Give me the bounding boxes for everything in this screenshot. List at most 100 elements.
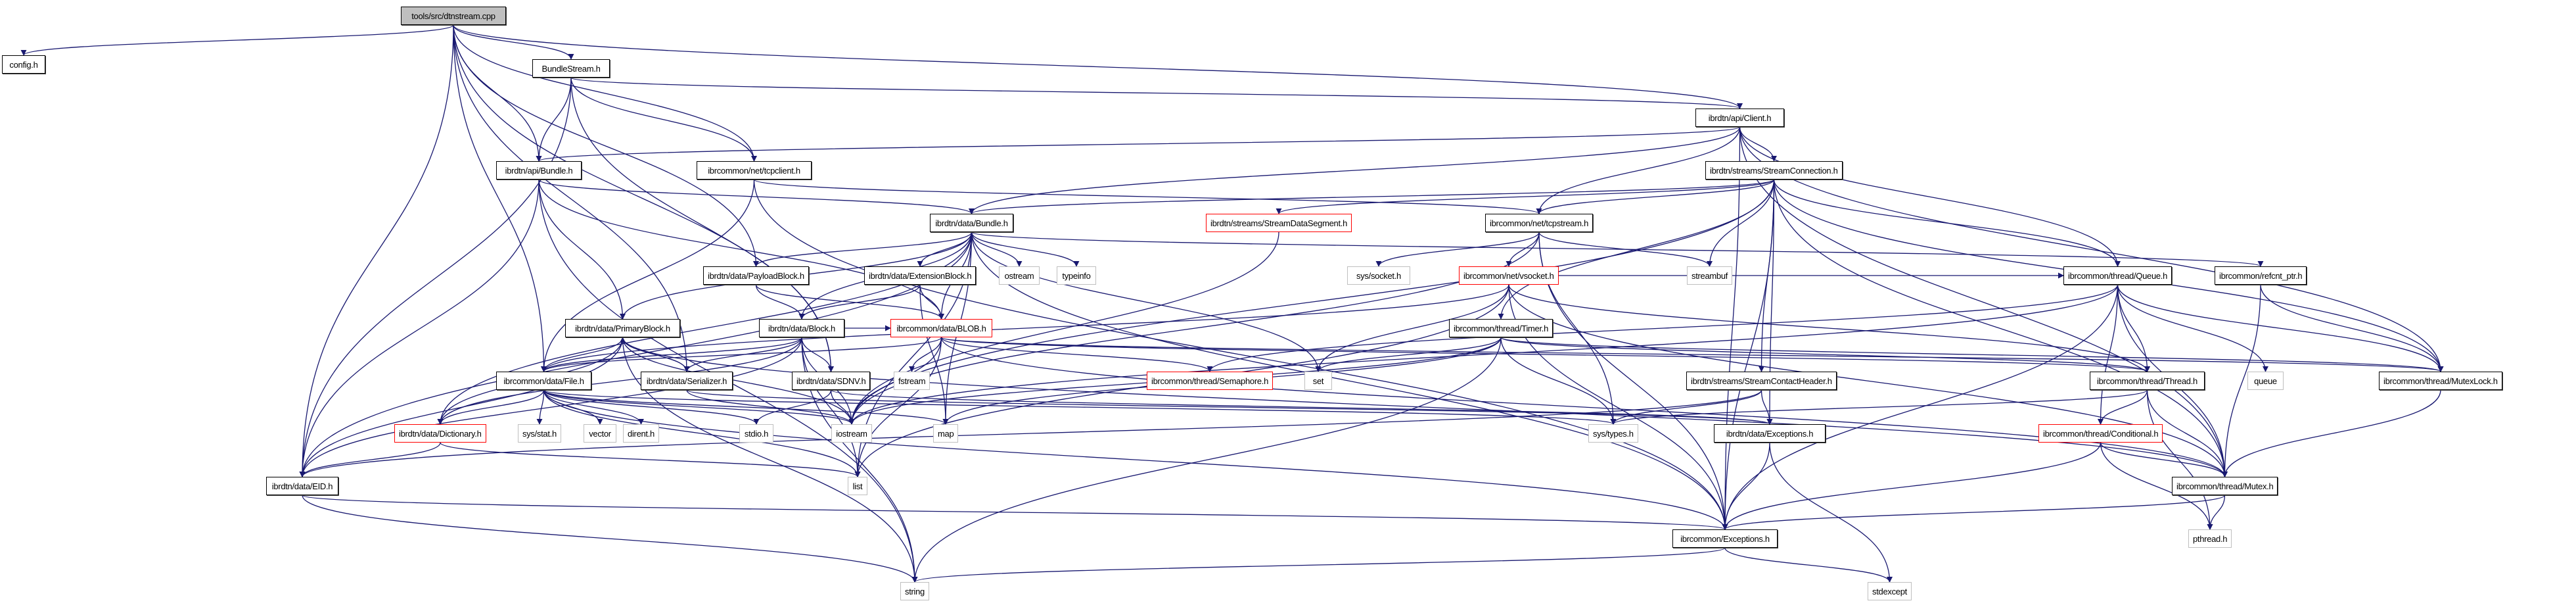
node-label: string bbox=[905, 586, 925, 596]
edge-root-to-apibundle bbox=[453, 24, 542, 162]
node-file-h[interactable]: ibrcommon/data/File.h bbox=[496, 372, 591, 390]
node-api-client-h[interactable]: ibrdtn/api/Client.h bbox=[1695, 109, 1784, 127]
edge-blob-to-semaphore bbox=[940, 337, 1213, 372]
node-serializer-h[interactable]: ibrdtn/data/Serializer.h bbox=[641, 372, 733, 390]
edge-databundle-to-payload bbox=[753, 231, 973, 267]
node-block-h[interactable]: ibrdtn/data/Block.h bbox=[759, 319, 844, 337]
node-string[interactable]: string bbox=[900, 582, 929, 600]
edge-tcpstream-to-streambuf bbox=[1538, 231, 1713, 267]
edge-contacthdr-to-eid bbox=[299, 389, 1762, 477]
node-label: ibrdtn/data/EID.h bbox=[271, 481, 333, 491]
node-sys-stat-h[interactable]: sys/stat.h bbox=[518, 424, 561, 443]
node-label: ibrdtn/data/Bundle.h bbox=[935, 218, 1008, 228]
node-iostream[interactable]: iostream bbox=[831, 424, 872, 443]
node-dirent-h[interactable]: dirent.h bbox=[623, 424, 659, 443]
edge-mutex-to-commonexc bbox=[1722, 495, 2226, 530]
node-stdio-h[interactable]: stdio.h bbox=[739, 424, 773, 443]
node-api-bundle-h[interactable]: ibrdtn/api/Bundle.h bbox=[496, 161, 582, 180]
edge-timer-to-systypes bbox=[1500, 337, 1617, 425]
edge-root-to-config bbox=[20, 24, 454, 56]
node-tcpstream-h[interactable]: ibrcommon/net/tcpstream.h bbox=[1485, 214, 1594, 232]
node-tcpclient-h[interactable]: ibrcommon/net/tcpclient.h bbox=[697, 161, 812, 180]
edge-tcpclient-to-file bbox=[540, 179, 755, 372]
edge-block-to-list bbox=[801, 337, 861, 477]
node-vsocket-h[interactable]: ibrcommon/net/vsocket.h bbox=[1459, 266, 1559, 285]
node-label: vector bbox=[589, 428, 611, 439]
edge-queue-to-semaphore bbox=[1207, 284, 2119, 372]
node-label: list bbox=[852, 481, 863, 491]
node-extensionblock-h[interactable]: ibrdtn/data/ExtensionBlock.h bbox=[864, 266, 977, 285]
node-list[interactable]: list bbox=[848, 477, 867, 495]
edge-mutex-to-pthread bbox=[2207, 495, 2226, 530]
node-streamconnection-h[interactable]: ibrdtn/streams/StreamConnection.h bbox=[1705, 161, 1843, 180]
node-typeinfo[interactable]: typeinfo bbox=[1057, 266, 1096, 285]
node-config-h[interactable]: config.h bbox=[2, 55, 45, 74]
node-ibrcommon-exceptions-h[interactable]: ibrcommon/Exceptions.h bbox=[1672, 529, 1778, 548]
node-timer-h[interactable]: ibrcommon/thread/Timer.h bbox=[1449, 319, 1553, 337]
node-vector[interactable]: vector bbox=[584, 424, 616, 443]
node-dictionary-h[interactable]: ibrdtn/data/Dictionary.h bbox=[394, 424, 486, 443]
edge-commonexc-to-stdexcept bbox=[1724, 547, 1893, 583]
node-thread-queue-h[interactable]: ibrcommon/thread/Queue.h bbox=[2063, 266, 2173, 285]
node-label: ibrcommon/thread/Semaphore.h bbox=[1151, 376, 1269, 386]
node-label: sys/stat.h bbox=[522, 428, 557, 439]
node-root-file[interactable]: tools/src/dtnstream.cpp bbox=[401, 7, 506, 25]
node-label: ostream bbox=[1004, 270, 1034, 281]
node-primaryblock-h[interactable]: ibrdtn/data/PrimaryBlock.h bbox=[565, 319, 680, 337]
node-pthread-h[interactable]: pthread.h bbox=[2188, 529, 2232, 548]
node-label: config.h bbox=[9, 59, 38, 70]
node-fstream[interactable]: fstream bbox=[894, 372, 931, 390]
edge-tcpstream-to-vsocket bbox=[1506, 231, 1540, 267]
node-label: stdexcept bbox=[1872, 586, 1907, 596]
edge-queue-to-queuestd bbox=[2117, 284, 2269, 372]
edge-commonexc-to-string bbox=[911, 547, 1726, 583]
node-sys-socket-h[interactable]: sys/socket.h bbox=[1347, 266, 1410, 285]
node-data-exceptions-h[interactable]: ibrdtn/data/Exceptions.h bbox=[1714, 424, 1826, 443]
node-sdnv-h[interactable]: ibrdtn/data/SDNV.h bbox=[792, 372, 871, 390]
node-sys-types-h[interactable]: sys/types.h bbox=[1588, 424, 1638, 443]
node-streamcontactheader-h[interactable]: ibrdtn/streams/StreamContactHeader.h bbox=[1686, 372, 1837, 390]
node-set[interactable]: set bbox=[1304, 372, 1332, 390]
node-label: set bbox=[1312, 376, 1324, 386]
node-ostream[interactable]: ostream bbox=[999, 266, 1040, 285]
node-label: ibrcommon/net/tcpclient.h bbox=[708, 165, 800, 176]
node-refcnt-ptr-h[interactable]: ibrcommon/refcnt_ptr.h bbox=[2215, 266, 2307, 285]
node-semaphore-h[interactable]: ibrcommon/thread/Semaphore.h bbox=[1147, 372, 1274, 390]
edge-client-to-mutexlock bbox=[1739, 126, 2444, 372]
node-data-bundle-h[interactable]: ibrdtn/data/Bundle.h bbox=[930, 214, 1013, 232]
node-streamdatasegment-h[interactable]: ibrdtn/streams/StreamDataSegment.h bbox=[1206, 214, 1352, 232]
node-mutex-h[interactable]: ibrcommon/thread/Mutex.h bbox=[2172, 477, 2278, 495]
edge-streamconn-to-tcpstream bbox=[1536, 179, 1775, 214]
edge-blob-to-mutexlock bbox=[940, 337, 2443, 372]
node-label: ibrdtn/data/PrimaryBlock.h bbox=[575, 323, 670, 333]
edge-bundlestream-to-eid bbox=[299, 77, 572, 477]
edge-block-to-eid bbox=[299, 337, 802, 477]
edge-conditional-to-commonexc bbox=[1722, 442, 2102, 530]
node-label: ibrcommon/thread/Timer.h bbox=[1454, 323, 1549, 333]
node-stdexcept[interactable]: stdexcept bbox=[1868, 582, 1912, 600]
edge-file-to-sysstat bbox=[536, 389, 545, 425]
node-bundlestream-h[interactable]: BundleStream.h bbox=[532, 59, 610, 78]
node-label: iostream bbox=[836, 428, 867, 439]
node-label: ibrdtn/api/Client.h bbox=[1708, 112, 1772, 123]
node-label: BundleStream.h bbox=[541, 63, 601, 74]
edge-streamconn-to-datasegment bbox=[1276, 179, 1775, 214]
node-map[interactable]: map bbox=[933, 424, 959, 443]
node-streambuf[interactable]: streambuf bbox=[1687, 266, 1733, 285]
edge-root-to-serializer bbox=[453, 24, 690, 372]
node-mutexlock-h[interactable]: ibrcommon/thread/MutexLock.h bbox=[2379, 372, 2502, 390]
node-thread-h[interactable]: ibrcommon/thread/Thread.h bbox=[2090, 372, 2205, 390]
node-label: streambuf bbox=[1691, 270, 1728, 281]
edge-contacthdr-to-dtnexc bbox=[1760, 389, 1773, 425]
node-conditional-h[interactable]: ibrcommon/thread/Conditional.h bbox=[2038, 424, 2163, 443]
edge-primary-to-iostream bbox=[622, 337, 855, 425]
edge-refcnt-to-mutexlock bbox=[2260, 284, 2444, 372]
edge-contacthdr-to-systypes bbox=[1610, 389, 1762, 425]
node-queue[interactable]: queue bbox=[2247, 372, 2284, 390]
node-label: ibrcommon/thread/Queue.h bbox=[2068, 270, 2168, 281]
edge-streamconn-to-databundle bbox=[969, 179, 1775, 214]
node-blob-h[interactable]: ibrcommon/data/BLOB.h bbox=[890, 319, 992, 337]
node-payloadblock-h[interactable]: ibrdtn/data/PayloadBlock.h bbox=[703, 266, 809, 285]
node-eid-h[interactable]: ibrdtn/data/EID.h bbox=[266, 477, 338, 495]
edge-root-to-bundlestream bbox=[453, 24, 574, 60]
